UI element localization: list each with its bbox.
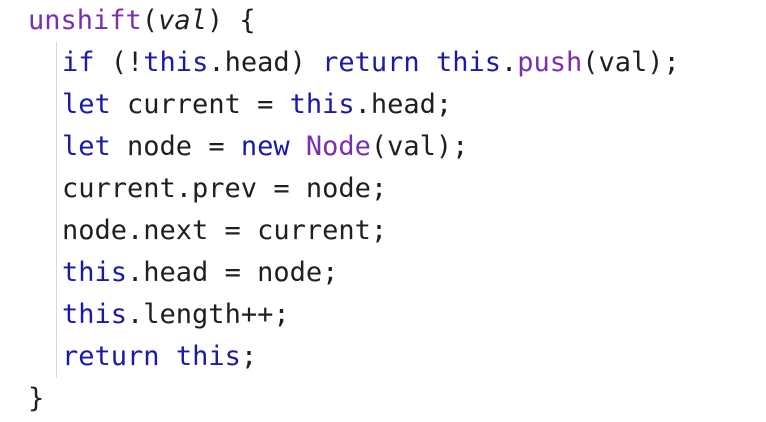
token-text: (!: [94, 47, 144, 78]
token-class: Node: [305, 131, 371, 162]
code-line-6[interactable]: node.next = current;: [28, 210, 758, 252]
token-text: current =: [110, 89, 290, 120]
code-line-8[interactable]: this.length++;: [28, 294, 758, 336]
token-text: (val);: [370, 131, 469, 162]
code-line-3[interactable]: let current = this.head;: [28, 84, 758, 126]
indent-guide: [56, 42, 57, 378]
token-text: .: [500, 47, 518, 78]
token-function: push: [517, 47, 583, 78]
token-keyword: this: [62, 299, 128, 330]
token-param: val: [158, 5, 207, 36]
token-text: node =: [110, 131, 241, 162]
token-text: .head): [208, 47, 323, 78]
token-keyword: this: [143, 47, 209, 78]
token-keyword: return: [62, 341, 160, 372]
code-line-10[interactable]: }: [28, 378, 758, 420]
token-keyword: let: [62, 131, 111, 162]
token-punct: ) {: [206, 5, 256, 36]
code-line-9[interactable]: return this;: [28, 336, 758, 378]
token-keyword: this: [435, 47, 501, 78]
code-line-1[interactable]: unshift(val) {: [28, 0, 758, 42]
token-keyword: this: [289, 89, 355, 120]
token-text: node.next = current;: [62, 215, 388, 246]
token-text: ;: [240, 341, 258, 372]
token-punct: (: [141, 5, 159, 36]
code-line-5[interactable]: current.prev = node;: [28, 168, 758, 210]
code-line-4[interactable]: let node = new Node(val);: [28, 126, 758, 168]
token-function-name: unshift: [28, 5, 142, 36]
token-keyword: new: [240, 131, 290, 162]
token-text: [290, 131, 306, 162]
token-keyword: this: [175, 341, 241, 372]
token-keyword: this: [62, 257, 128, 288]
token-text: [160, 341, 176, 372]
code-line-7[interactable]: this.head = node;: [28, 252, 758, 294]
code-editor[interactable]: unshift(val) { if (!this.head) return th…: [28, 0, 758, 420]
token-text: .length++;: [127, 299, 290, 330]
token-text: .head = node;: [127, 257, 339, 288]
token-text: }: [28, 383, 45, 414]
token-keyword: if: [62, 47, 95, 78]
token-text: (val);: [582, 47, 680, 78]
token-text: [420, 47, 436, 78]
token-keyword: let: [62, 89, 111, 120]
token-keyword: return: [322, 47, 420, 78]
token-text: .head;: [354, 89, 453, 120]
code-line-2[interactable]: if (!this.head) return this.push(val);: [28, 42, 758, 84]
token-text: current.prev = node;: [62, 173, 388, 204]
